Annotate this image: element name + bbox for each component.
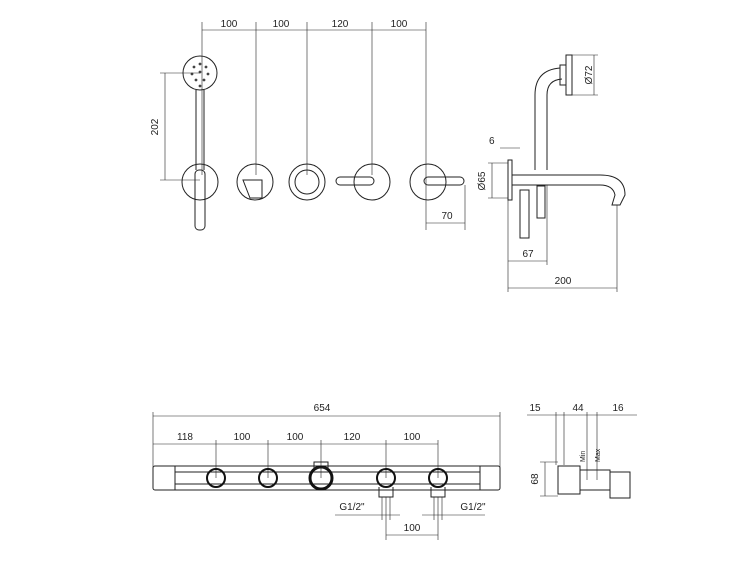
dim-height: 202 [150,118,161,135]
dim-lever: 70 [441,211,453,222]
dim-thread-spacing: 100 [404,523,421,534]
lever-plate [409,163,447,201]
dim-spout: 200 [555,276,572,287]
dim-front-3: 120 [332,19,349,30]
dim-side-2: 44 [572,403,584,414]
dim-side-height: 68 [530,473,541,485]
spout-plate [236,163,274,201]
body-front-view: 654 118 100 100 120 100 G1/2" G1/2" 100 [152,403,501,540]
dim-plate: 6 [489,136,495,147]
dia-plate: Ø65 [477,171,488,190]
front-view: 100 100 120 100 202 70 [150,19,466,231]
body-side-view: 15 44 16 Min Max 68 [527,403,637,499]
dim-front-4: 100 [391,19,408,30]
diverter-plate [288,163,326,201]
max-label: Max [595,448,602,462]
mounting-rail [152,465,501,491]
dim-front-2: 100 [273,19,290,30]
dia-head: Ø72 [584,65,595,84]
mixer-plate [353,163,391,201]
thread-right: G1/2" [460,502,486,513]
dim-total: 654 [314,403,331,414]
dim-body-2: 100 [234,432,251,443]
dim-side-3: 16 [612,403,624,414]
thread-left: G1/2" [339,502,365,513]
side-view: Ø72 6 Ø65 67 200 [477,54,626,292]
dim-body-4: 120 [344,432,361,443]
dim-side-1: 15 [529,403,541,414]
shower-nozzles [190,62,210,88]
dim-depth: 67 [522,249,534,260]
min-label: Min [580,451,587,462]
dim-body-1: 118 [177,432,193,443]
dim-body-5: 100 [404,432,421,443]
dim-body-3: 100 [287,432,304,443]
dim-front-1: 100 [221,19,238,30]
